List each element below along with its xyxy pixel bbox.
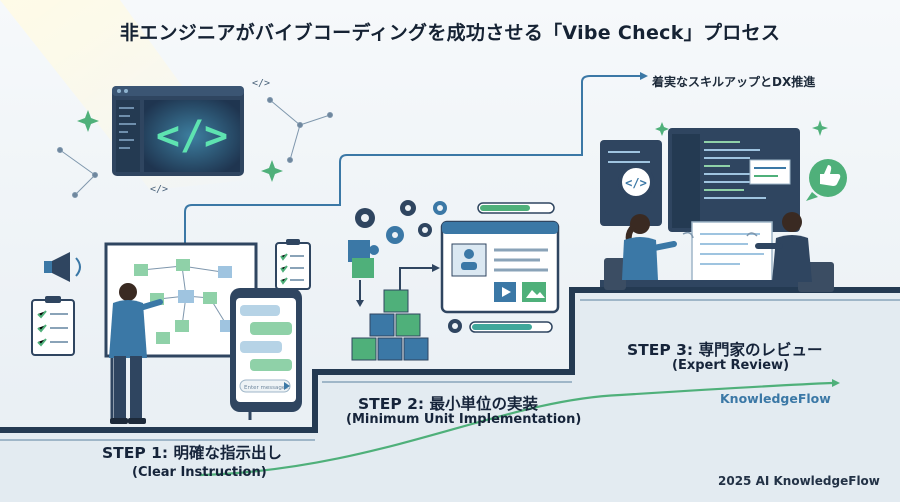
- person-reviewer-1: [622, 214, 677, 280]
- flow-arrowhead: [640, 72, 648, 80]
- checklist-icon-right: [275, 239, 311, 290]
- send-icon: [284, 382, 290, 390]
- step1-title: STEP 1: 明確な指示出し: [102, 444, 282, 462]
- brand-label: KnowledgeFlow: [720, 391, 831, 406]
- gear-icon: [355, 200, 462, 333]
- step1-scene: Enter message...: [31, 239, 311, 424]
- sparkle-code-symbol: </>: [150, 184, 168, 195]
- flow-connector: [184, 75, 640, 250]
- megaphone-icon: [44, 252, 81, 282]
- step1-subtitle: (Clear Instruction): [132, 465, 267, 480]
- hero-code-monitor: </>: [112, 86, 244, 176]
- review-monitor: [668, 128, 800, 232]
- svg-text:</>: </>: [625, 176, 647, 190]
- sparkle-code-symbol-top: </>: [252, 78, 270, 89]
- user-avatar-icon: [464, 249, 474, 259]
- step2-title: STEP 2: 最小単位の実装: [358, 395, 538, 413]
- magnifier-code-icon: [618, 164, 654, 200]
- step3-subtitle: (Expert Review): [672, 358, 790, 373]
- outcome-label: 着実なスキルアップとDX推進: [652, 75, 816, 89]
- building-blocks: [351, 289, 429, 361]
- svg-text:Enter message...: Enter message...: [244, 385, 291, 391]
- credit-label: 2025 AI KnowledgeFlow: [718, 474, 880, 488]
- sparkle-icons: [77, 110, 283, 182]
- page-title: 非エンジニアがバイブコーディングを成功させる「Vibe Check」プロセス: [119, 22, 781, 44]
- person-reviewer-2: [755, 212, 812, 282]
- play-icon: [502, 287, 511, 297]
- step2-scene: [348, 200, 560, 361]
- step3-title: STEP 3: 専門家のレビュー: [627, 341, 823, 359]
- person-presenting: [109, 283, 163, 424]
- puzzle-icon: [348, 240, 379, 278]
- step2-subtitle: (Minimum Unit Implementation): [346, 412, 582, 427]
- checklist-icon: [31, 296, 75, 356]
- constellation-decoration: [57, 97, 333, 198]
- staircase: [0, 287, 900, 502]
- step3-scene: </>: [600, 120, 847, 292]
- progress-swoosh: [199, 381, 833, 477]
- svg-text:</>: </>: [156, 113, 228, 159]
- phone-chat: Enter message...: [230, 288, 302, 412]
